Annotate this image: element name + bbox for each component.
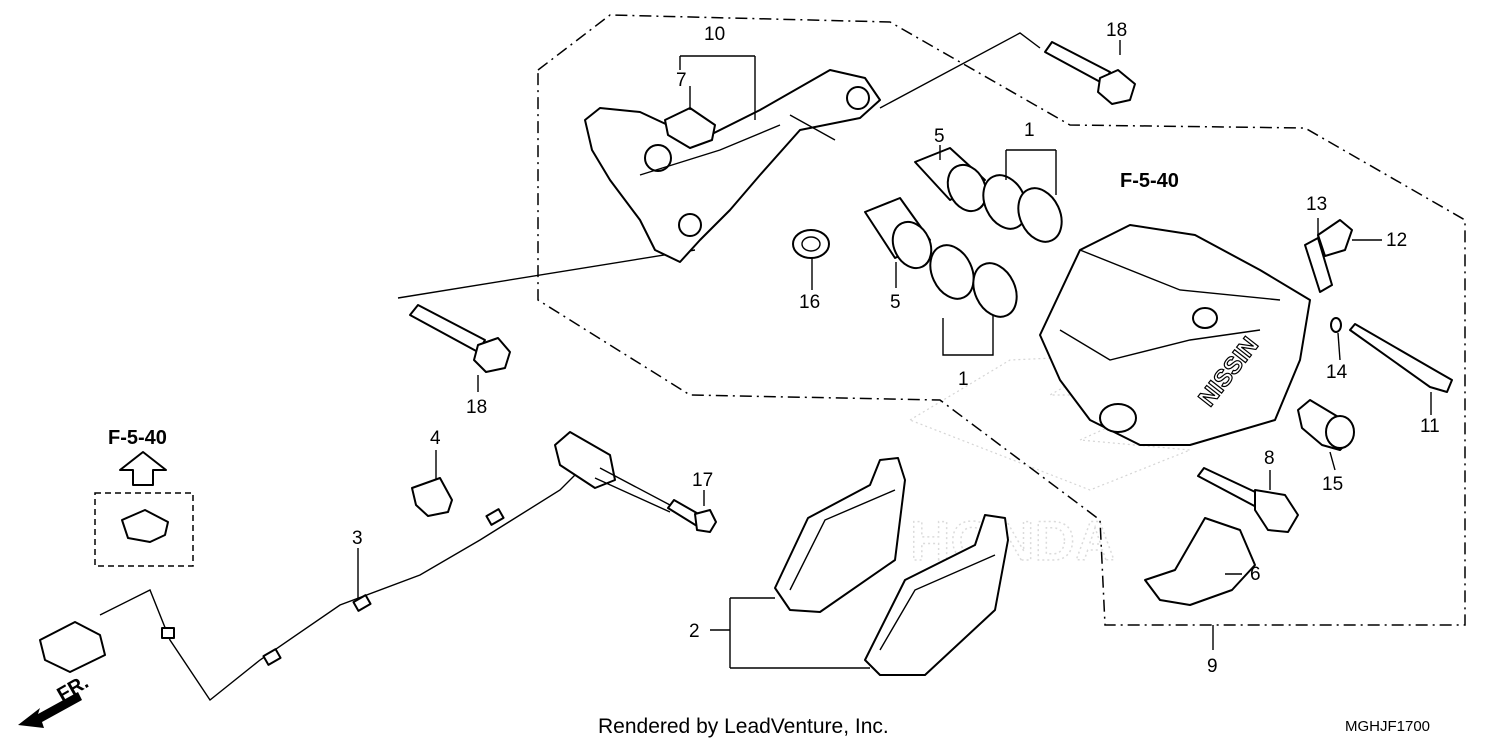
piston-upper — [914, 147, 988, 213]
callout-2: 2 — [689, 621, 700, 642]
callout-13: 13 — [1306, 194, 1327, 215]
callout-1-lower: 1 — [958, 369, 969, 390]
callout-18-left: 18 — [466, 397, 487, 418]
callout-3: 3 — [352, 528, 363, 549]
callout-8: 8 — [1264, 448, 1275, 469]
caliper-bracket — [584, 69, 881, 263]
piston-seal-2 — [1017, 187, 1063, 243]
diagram-code: MGHJF1700 — [1345, 718, 1430, 735]
reference-arrow-icon — [119, 451, 167, 486]
piston-seal-4 — [972, 262, 1018, 318]
bolt-leader-left — [397, 249, 696, 299]
reference-label-top: F-5-40 — [1120, 170, 1179, 192]
caliper-assembly-boundary — [537, 14, 1466, 626]
boot — [792, 229, 830, 259]
caliper-body: NISSIN — [1039, 224, 1311, 446]
slide-pin-bolt — [1349, 323, 1453, 393]
reference-box — [94, 492, 194, 567]
reference-label-left: F-5-40 — [108, 427, 167, 449]
pin-washer — [1330, 317, 1342, 333]
bleeder-screw — [1317, 219, 1353, 257]
reference-clip — [121, 509, 169, 543]
bracket-bolt-left — [409, 304, 511, 373]
abs-sensor — [39, 431, 616, 702]
callout-17: 17 — [692, 470, 713, 491]
callout-16: 16 — [799, 292, 820, 313]
pad-spring — [1144, 517, 1256, 606]
caliper-plug — [1297, 399, 1355, 451]
front-marker-label: FR. — [54, 671, 93, 706]
footer-credit: Rendered by LeadVenture, Inc. — [598, 715, 889, 738]
callout-11: 11 — [1420, 416, 1440, 437]
callout-15: 15 — [1322, 474, 1343, 495]
callout-5-lower: 5 — [890, 292, 901, 313]
bleeder-cap — [1304, 237, 1333, 293]
piston-lower — [864, 197, 933, 270]
front-arrow-icon — [18, 692, 82, 728]
callout-9: 9 — [1207, 656, 1218, 677]
brake-pad-front — [774, 457, 906, 613]
callout-5-upper: 5 — [934, 126, 945, 147]
callout-leaders — [357, 40, 1432, 669]
callout-7: 7 — [676, 70, 687, 91]
pad-pin — [1197, 467, 1299, 533]
callout-14: 14 — [1326, 362, 1348, 383]
callout-6: 6 — [1250, 564, 1261, 585]
sensor-bolt — [667, 499, 717, 533]
callout-18-top: 18 — [1106, 20, 1127, 41]
callout-10: 10 — [704, 24, 725, 45]
callout-12: 12 — [1386, 230, 1407, 251]
callout-4: 4 — [430, 428, 441, 449]
brake-pad-rear — [864, 514, 1009, 676]
callout-1-upper: 1 — [1024, 120, 1035, 141]
sensor-clamp — [411, 477, 453, 517]
bracket-bolt-top — [1044, 41, 1136, 105]
piston-seal-3 — [929, 244, 975, 300]
bracket-boundary-line — [879, 32, 1041, 109]
